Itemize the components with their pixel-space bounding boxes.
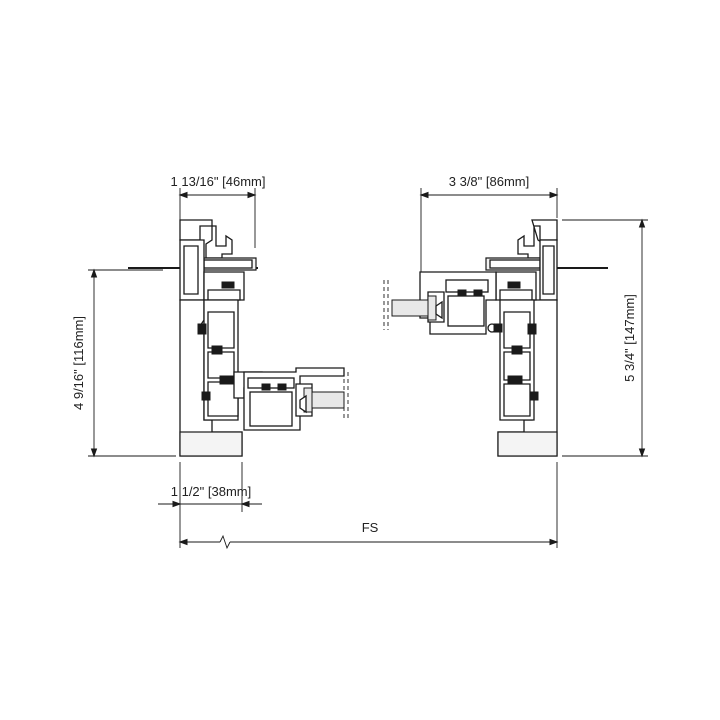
left-sash-profile (243, 367, 349, 431)
right-width-label: 3 3/8" [86mm] (449, 174, 529, 189)
sill-width-label: 1 1/2" [38mm] (171, 484, 251, 499)
fs-label: FS (362, 520, 379, 535)
left-height-dimension: 4 9/16" [116mm] (71, 268, 176, 458)
left-width-label: 1 13/16" [46mm] (171, 174, 266, 189)
left-height-label: 4 9/16" [116mm] (71, 316, 86, 410)
right-jamb-profile (485, 219, 608, 457)
sill-width-dimension: 1 1/2" [38mm] (158, 462, 262, 512)
right-width-dimension: 3 3/8" [86mm] (419, 174, 559, 272)
fs-dimension: FS (178, 462, 559, 550)
left-jamb-profile (128, 219, 263, 457)
left-width-dimension: 1 13/16" [46mm] (171, 174, 266, 248)
right-height-dimension: 5 3/4" [147mm] (562, 218, 648, 458)
right-height-label: 5 3/4" [147mm] (622, 294, 637, 382)
right-sash-profile (383, 271, 497, 335)
